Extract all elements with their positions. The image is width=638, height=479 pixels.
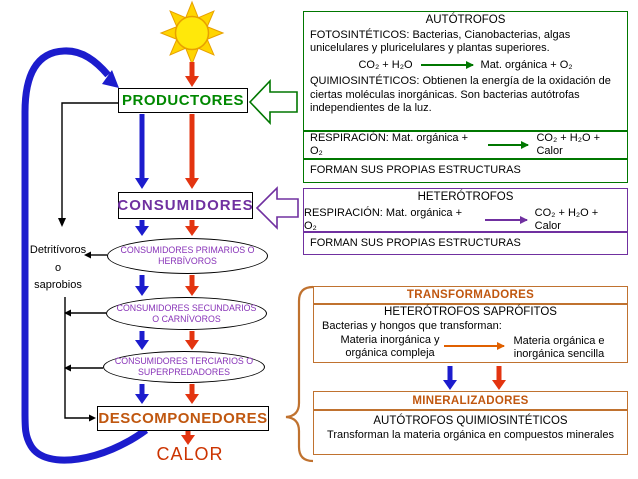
autotrofos-block-arrow-icon: [248, 79, 298, 125]
quimiosinteticos-text: QUIMIOSINTÉTICOS: Obtienen la energía de…: [310, 75, 611, 114]
consumidores-box: CONSUMIDORES: [117, 192, 254, 219]
fotosinteticos-text: FOTOSINTÉTICOS: Bacterias, Cianobacteria…: [310, 28, 571, 55]
descomponedores-box: DESCOMPONEDORES: [97, 406, 269, 431]
sun-icon: [159, 0, 225, 66]
tertiary-consumers-ellipse: CONSUMIDORES TERCIARIOS O SUPERPREDADORE…: [103, 351, 265, 383]
transform-output-label: Materia orgánica e inorgánica sencilla: [513, 335, 605, 360]
reaction-arrow-icon: [420, 61, 474, 69]
detritivore-connectors: [58, 102, 118, 422]
transformadores-body: HETERÓTROFOS SAPRÓFITOS Bacterias y hong…: [313, 304, 628, 363]
autotrofos-title: AUTÓTROFOS: [425, 14, 506, 26]
primary-consumers-ellipse: CONSUMIDORES PRIMARIOS O HERBÍVOROS: [107, 238, 268, 274]
mineralizadores-header: MINERALIZADORES: [313, 391, 628, 410]
heterotrofos-forman-row: FORMAN SUS PROPIAS ESTRUCTURAS: [303, 232, 628, 255]
reaction-arrow-icon: [484, 216, 528, 223]
reaction-arrow-icon: [487, 141, 530, 148]
autotrofos-respiracion-row: RESPIRACIÓN: Mat. orgánica + O₂ CO₂ + H₂…: [303, 131, 628, 159]
sun-energy-arrow: [185, 62, 199, 87]
autotrofos-panel: AUTÓTROFOS FOTOSINTÉTICOS: Bacterias, Ci…: [303, 11, 628, 131]
productores-box: PRODUCTORES: [118, 88, 248, 113]
trophic-flow-arrows: [135, 114, 506, 445]
transform-arrow-icon: [444, 342, 505, 349]
productores-label: PRODUCTORES: [122, 92, 244, 109]
descomponedores-label: DESCOMPONEDORES: [98, 410, 268, 427]
transformadores-header: TRANSFORMADORES: [313, 286, 628, 304]
calor-label: CALOR: [156, 444, 224, 464]
decomposers-brace: [285, 285, 314, 463]
autotrofos-forman-row: FORMAN SUS PROPIAS ESTRUCTURAS: [303, 159, 628, 183]
secondary-consumers-ellipse: CONSUMIDORES SECUNDARIOS O CARNÍVOROS: [106, 297, 267, 330]
heterotrofos-title: HETERÓTROFOS: [417, 191, 514, 203]
detritivores-label: Detritívoros o saprobios: [29, 244, 87, 291]
heterotrofos-block-arrow-icon: [255, 186, 299, 230]
matter-recycle-loop-arrow: [21, 47, 149, 464]
photosynthesis-equation: CO₂ + H₂O Mat. orgánica + O₂: [358, 58, 573, 71]
heterotrofos-respiracion: RESPIRACIÓN: Mat. orgánica + O₂ CO₂ + H₂…: [304, 206, 599, 233]
transform-input-label: Materia inorgánica y orgánica compleja: [340, 334, 440, 359]
heterotrofos-panel: HETERÓTROFOS RESPIRACIÓN: Mat. orgánica …: [303, 188, 628, 232]
consumidores-label: CONSUMIDORES: [117, 197, 254, 214]
mineralizadores-body: AUTÓTROFOS QUIMIOSINTÉTICOS Transforman …: [313, 410, 628, 455]
